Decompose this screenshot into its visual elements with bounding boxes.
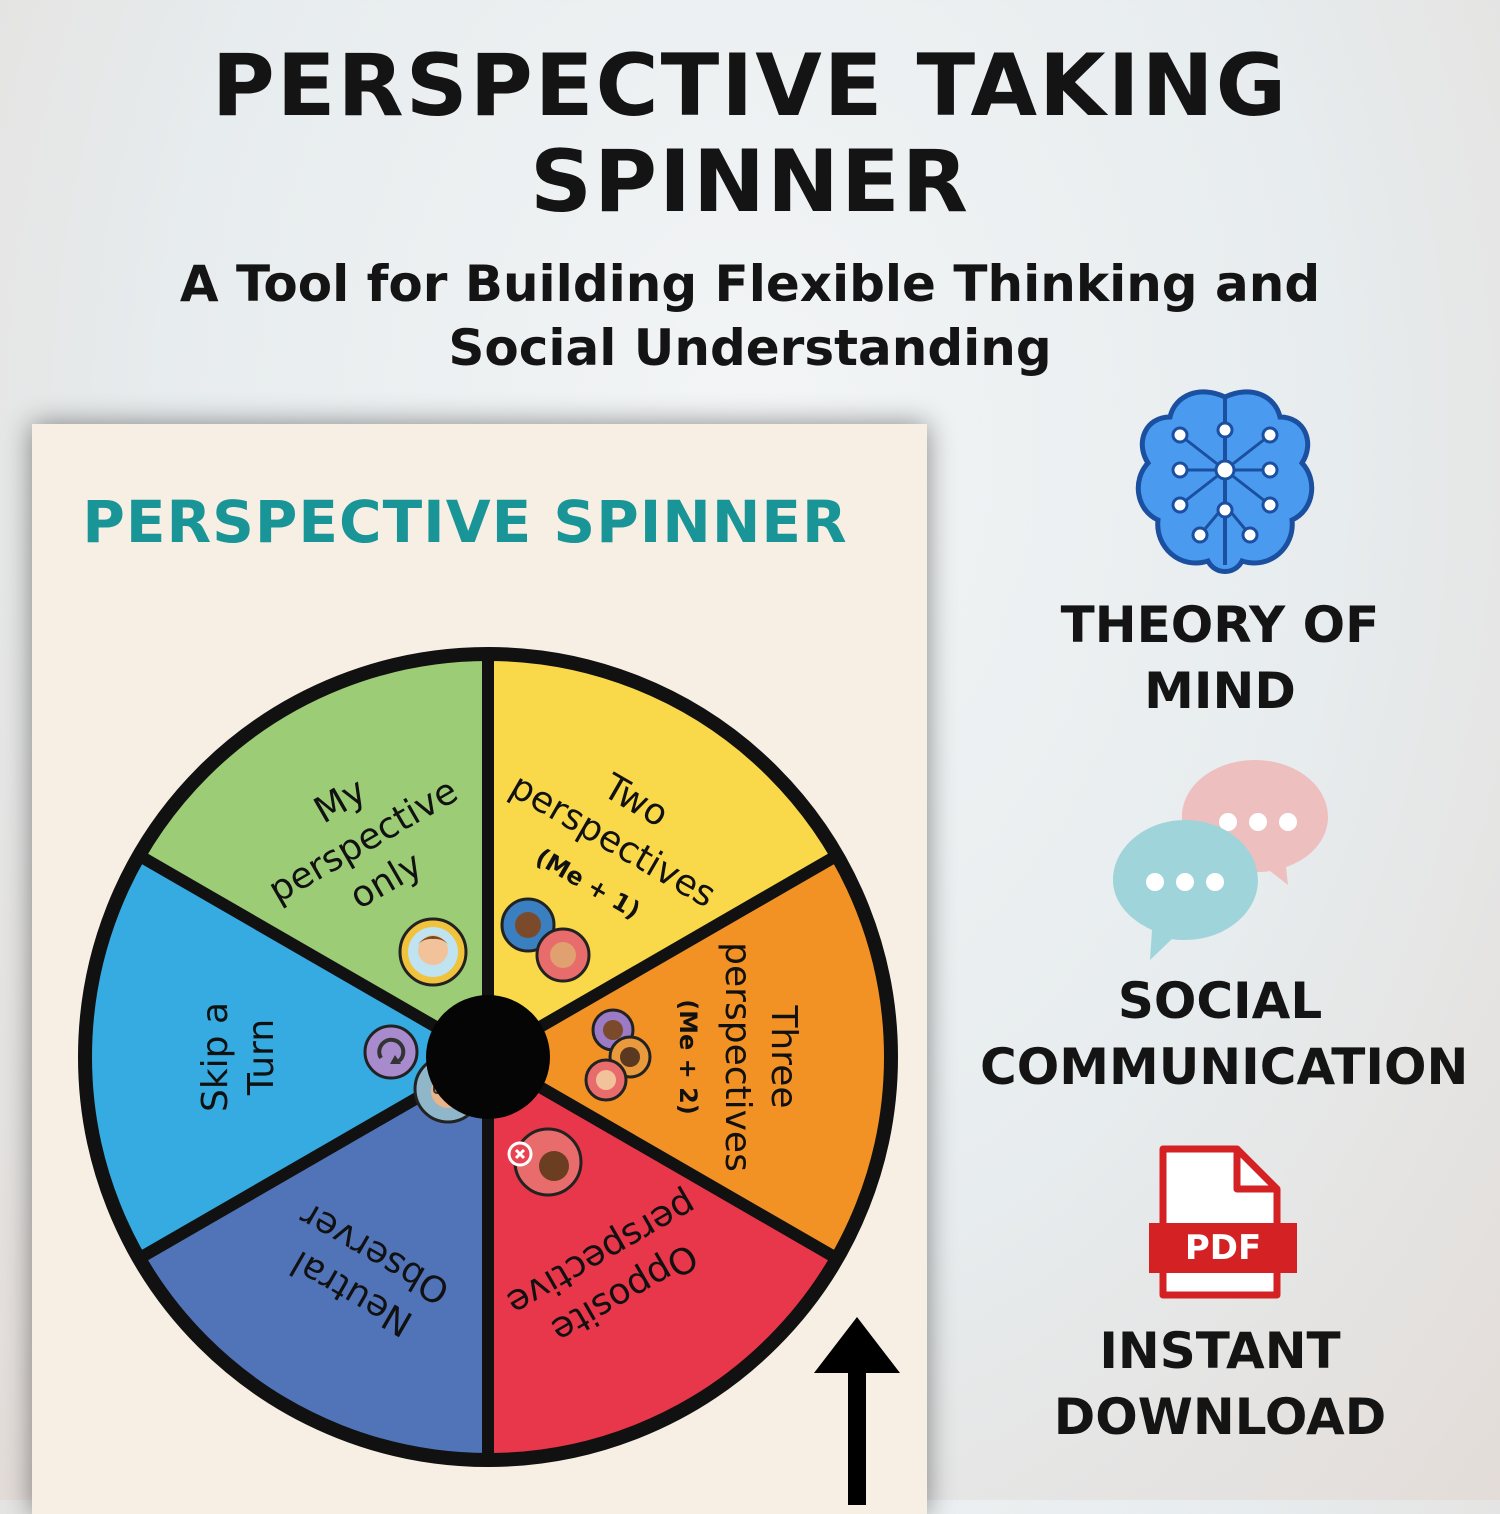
feature-label-line: INSTANT	[1099, 1322, 1341, 1380]
spinner-hub[interactable]	[426, 995, 550, 1119]
page-title: PERSPECTIVE TAKING SPINNER	[0, 38, 1500, 230]
wheel-label-line: Turn	[241, 1019, 282, 1096]
group-people-icon	[584, 1008, 652, 1102]
wheel-divider	[485, 1051, 841, 1264]
pdf-icon-text: PDF	[1184, 1228, 1262, 1268]
feature-label-line: MIND	[1144, 662, 1296, 720]
feature-label-line: THEORY OF	[1060, 596, 1380, 654]
disagree-person-icon	[507, 1127, 583, 1197]
subtitle-line-1: A Tool for Building Flexible Thinking an…	[179, 255, 1321, 313]
wheel-segment-skip-a-turn	[85, 855, 488, 1259]
wheel-segment-three-perspectives	[488, 855, 891, 1259]
feature-label-line: DOWNLOAD	[1053, 1388, 1387, 1446]
wheel-rim	[78, 647, 898, 1467]
feature-label-line: COMMUNICATION	[980, 1038, 1469, 1096]
title-line-1: PERSPECTIVE TAKING	[211, 36, 1289, 136]
two-people-icon	[500, 897, 591, 983]
spinner-card-title: PERSPECTIVE SPINNER	[82, 488, 848, 556]
page-subtitle: A Tool for Building Flexible Thinking an…	[0, 252, 1500, 380]
subtitle-line-2: Social Understanding	[448, 319, 1052, 377]
wheel-label-line: perspectives	[717, 942, 758, 1172]
feature-label-line: SOCIAL	[1117, 972, 1323, 1030]
arrow-up-icon	[814, 1317, 900, 1505]
feature-instant-download: INSTANT DOWNLOAD	[1030, 1318, 1410, 1450]
wheel-divider	[135, 850, 491, 1063]
wheel-label-line: Skip a	[195, 1002, 236, 1112]
brain-network-icon	[1135, 389, 1315, 574]
speech-bubbles-icon	[1113, 760, 1328, 960]
pdf-file-icon: PDF	[1145, 1145, 1300, 1300]
single-person-icon	[398, 917, 468, 987]
wheel-divider	[485, 850, 841, 1063]
feature-theory-of-mind: THEORY OF MIND	[1030, 592, 1410, 724]
wheel-label-line: (Me + 2)	[674, 999, 702, 1115]
wheel-label-line: Three	[763, 1004, 804, 1108]
feature-social-communication: SOCIAL COMMUNICATION	[980, 968, 1469, 1100]
title-line-2: SPINNER	[530, 132, 970, 232]
skip-arrow-icon	[363, 1024, 419, 1080]
